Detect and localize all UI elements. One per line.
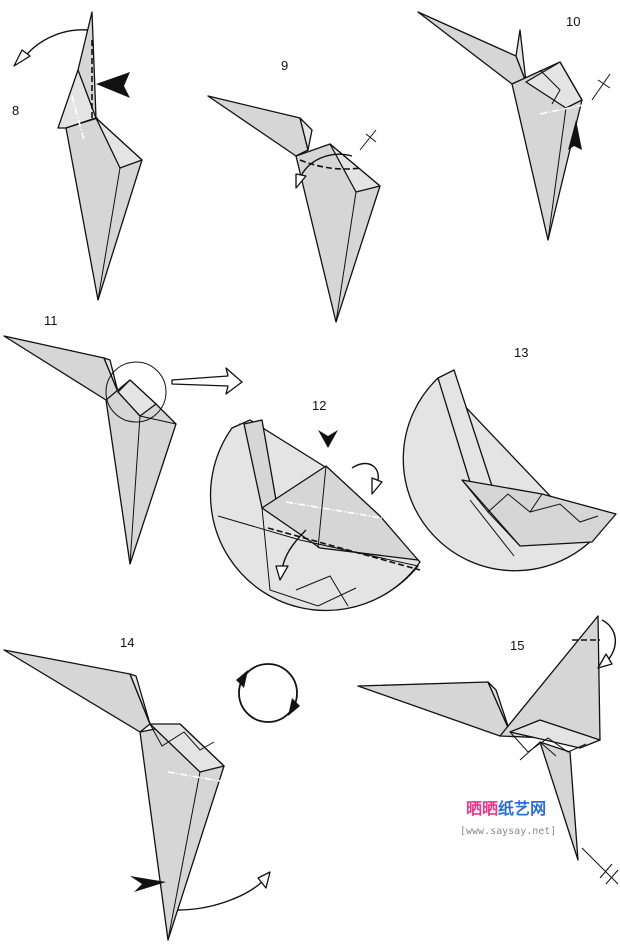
watermark-url: [www.saysay.net] [460, 826, 556, 837]
step-11-zoom-arrow [172, 368, 242, 394]
watermark-char: 网 [530, 799, 546, 818]
step-10-figure: 10 [418, 12, 610, 240]
step-14-figure: 14 [4, 635, 270, 940]
watermark-title: 晒晒纸艺网 [466, 799, 546, 818]
step-9-number: 9 [281, 58, 288, 73]
watermark-char: 纸 [498, 799, 514, 818]
step-10-number: 10 [566, 14, 580, 29]
step-12-figure: 12 [211, 398, 420, 610]
step-13-figure: 13 [403, 345, 616, 571]
watermark-char: 晒 [482, 799, 498, 818]
step-11-number: 11 [44, 313, 58, 328]
step-14-fold-arrow [178, 882, 262, 910]
step-8-fold-arrow [24, 30, 88, 58]
step-15-fold-arrow [602, 620, 615, 662]
step-11-figure: 11 [4, 313, 242, 564]
watermark-char: 晒 [466, 799, 482, 818]
watermark-char: 艺 [514, 799, 530, 818]
step-15-figure: 15 [358, 616, 618, 884]
step-9-figure: 9 [208, 58, 380, 322]
step-14-number: 14 [120, 635, 134, 650]
step-15-number: 15 [510, 638, 524, 653]
step-13-number: 13 [514, 345, 528, 360]
site-watermark: 晒晒纸艺网 [www.saysay.net] [460, 799, 556, 837]
step-8-number: 8 [12, 103, 19, 118]
step-8-push-arrow [96, 72, 130, 98]
step-8-figure: 8 [12, 12, 142, 300]
step-12-push-arrow [318, 430, 338, 448]
step-12-number: 12 [312, 398, 326, 413]
turn-over-symbol [236, 664, 300, 722]
